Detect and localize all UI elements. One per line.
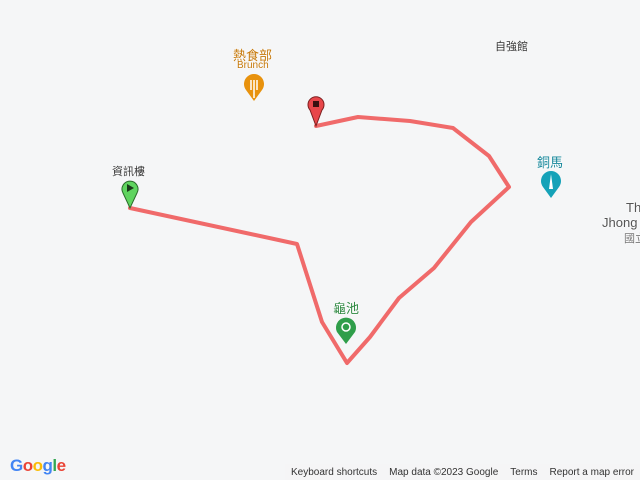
place-label[interactable]: Th (626, 200, 640, 215)
end-marker-icon[interactable] (307, 96, 325, 128)
report-error-link[interactable]: Report a map error (549, 466, 634, 478)
place-label[interactable]: 資訊樓 (112, 166, 145, 178)
terms-link[interactable]: Terms (510, 466, 538, 478)
place-label[interactable]: 熱食部 (233, 48, 273, 63)
park-icon[interactable] (336, 317, 356, 344)
monument-icon[interactable] (541, 171, 561, 198)
restaurant-icon[interactable] (244, 74, 264, 101)
place-sublabel: Brunch (237, 60, 269, 71)
start-marker-icon[interactable] (121, 180, 139, 210)
place-label[interactable]: 自強館 (495, 41, 528, 53)
place-sublabel: Jhong (602, 215, 638, 230)
keyboard-shortcuts-link[interactable]: Keyboard shortcuts (290, 466, 378, 478)
google-logo[interactable]: Google (10, 456, 66, 475)
map-footer: Keyboard shortcuts Map data ©2023 Google… (284, 464, 640, 480)
place-label[interactable]: 龜池 (333, 301, 360, 316)
map-data-text: Map data ©2023 Google (389, 466, 499, 478)
route-line (128, 115, 511, 365)
place-label[interactable]: 銅馬 (537, 155, 564, 170)
place-sublabel: 國立 (624, 233, 640, 245)
